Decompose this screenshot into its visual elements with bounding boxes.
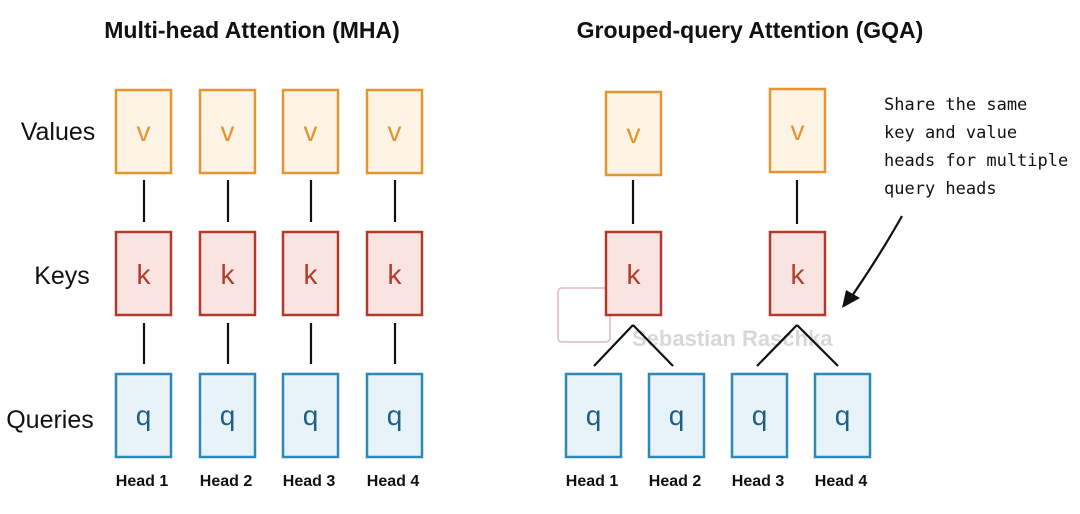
gqa-connector xyxy=(796,324,839,367)
gqa-head-label: Head 1 xyxy=(566,473,619,490)
value-letter: v xyxy=(388,116,402,147)
value-letter: v xyxy=(304,116,318,147)
mha-head-label: Head 3 xyxy=(283,473,336,490)
mha-title: Multi-head Attention (MHA) xyxy=(104,17,400,43)
gqa-connector xyxy=(632,324,674,367)
query-letter: q xyxy=(669,400,685,431)
row-label-keys: Keys xyxy=(34,262,90,290)
key-letter: k xyxy=(221,259,236,290)
gqa-query-box: q xyxy=(730,372,789,459)
query-letter: q xyxy=(835,400,851,431)
value-letter: v xyxy=(791,115,805,146)
mha-key-box: k xyxy=(365,230,424,317)
mha-query-box: q xyxy=(365,372,424,459)
mha-head-label: Head 4 xyxy=(367,473,420,490)
gqa-value-box: v xyxy=(768,87,827,174)
gqa-title: Grouped-query Attention (GQA) xyxy=(577,17,924,43)
gqa-connector xyxy=(756,324,798,367)
value-letter: v xyxy=(221,116,235,147)
key-letter: k xyxy=(627,259,642,290)
row-label-queries: Queries xyxy=(6,406,94,434)
gqa-head-label: Head 2 xyxy=(649,473,702,490)
gqa-key-box: k xyxy=(768,230,827,317)
gqa-connectors xyxy=(593,180,839,367)
annotation-line: key and value xyxy=(884,123,1017,143)
mha-value-box: v xyxy=(281,88,340,175)
mha-head-label: Head 2 xyxy=(200,473,253,490)
watermark-logo-icon xyxy=(557,287,611,343)
gqa-head-label: Head 4 xyxy=(815,473,868,490)
annotation: Share the same key and value heads for m… xyxy=(842,95,1068,308)
mha-value-box: v xyxy=(365,88,424,175)
mha-section: v v v v k k k k xyxy=(114,88,424,490)
mha-connectors xyxy=(142,180,397,364)
query-letter: q xyxy=(387,400,403,431)
mha-key-box: k xyxy=(198,230,257,317)
watermark: Sebastian Raschka xyxy=(557,287,833,351)
mha-query-box: q xyxy=(198,372,257,459)
annotation-arrow-icon xyxy=(851,215,903,297)
mha-head-label: Head 1 xyxy=(116,473,169,490)
mha-key-box: k xyxy=(114,230,173,317)
gqa-head-label: Head 3 xyxy=(732,473,785,490)
gqa-connector xyxy=(593,324,634,367)
key-letter: k xyxy=(137,259,152,290)
value-letter: v xyxy=(137,116,151,147)
query-letter: q xyxy=(752,400,768,431)
gqa-value-box: v xyxy=(604,90,663,177)
mha-key-box: k xyxy=(281,230,340,317)
annotation-arrowhead-icon xyxy=(842,290,860,308)
query-letter: q xyxy=(303,400,319,431)
gqa-query-box: q xyxy=(564,372,623,459)
key-letter: k xyxy=(304,259,319,290)
annotation-line: heads for multiple xyxy=(884,151,1068,171)
row-label-values: Values xyxy=(21,118,96,146)
key-letter: k xyxy=(791,259,806,290)
watermark-text: Sebastian Raschka xyxy=(632,326,833,351)
gqa-section: v v k k q q q q xyxy=(564,87,872,490)
annotation-line: Share the same xyxy=(884,95,1027,115)
value-letter: v xyxy=(627,118,641,149)
annotation-line: query heads xyxy=(884,179,997,199)
query-letter: q xyxy=(586,400,602,431)
query-letter: q xyxy=(136,400,152,431)
mha-query-box: q xyxy=(281,372,340,459)
gqa-query-box: q xyxy=(813,372,872,459)
mha-query-box: q xyxy=(114,372,173,459)
mha-value-box: v xyxy=(198,88,257,175)
mha-value-box: v xyxy=(114,88,173,175)
gqa-key-box: k xyxy=(604,230,663,317)
gqa-query-box: q xyxy=(647,372,706,459)
key-letter: k xyxy=(388,259,403,290)
query-letter: q xyxy=(220,400,236,431)
